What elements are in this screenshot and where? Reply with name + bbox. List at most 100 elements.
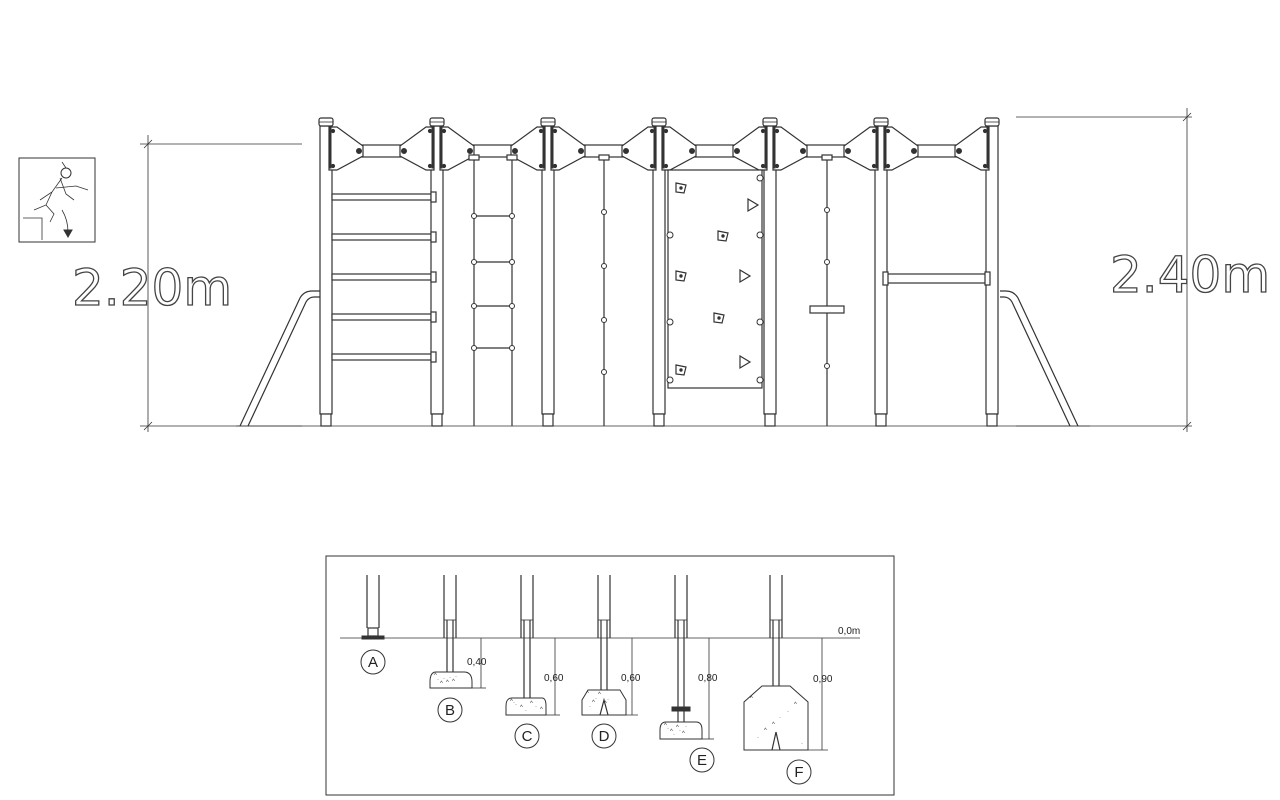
depth-label-f: 0,90 [813,674,833,685]
aggregate-mark: · [525,708,527,714]
foundation-types: ^·^·^·^·^·^·^·^·^·^·^·^·^·^·^·^·^·^·^·^· [361,575,828,751]
aggregate-mark: ^ [670,729,673,735]
wall-bolt [756,376,764,384]
gusset-bolt [800,148,806,154]
rope-knot [471,213,477,219]
gusset-bolt [911,148,917,154]
gusset-plate [954,126,990,171]
aggregate-mark: · [679,728,681,734]
gusset-edge [439,127,443,169]
rung-clamp [430,351,437,363]
bar-clamp [984,271,991,286]
gusset-edge [431,127,435,169]
gusset-bolt [538,163,544,169]
gusset-left-3 [510,126,546,171]
aggregate-mark: ^ [586,691,589,697]
gusset-left-5 [732,126,768,171]
rope-knot-2 [601,263,607,269]
hold-bolt [679,186,683,190]
aggregate-mark: ^ [446,680,449,686]
stub-post [520,575,534,638]
gusset-post1-right [328,126,364,171]
post-foot [653,413,665,427]
ground-level-label: 0,0m [838,626,860,637]
rung-clamp [430,191,437,203]
rope-knot-3 [824,363,830,369]
gusset-bolt [871,128,877,134]
aggregate-mark: · [437,677,439,683]
aggregate-mark: ^ [676,725,679,731]
aggregate-mark: · [667,726,669,732]
falling-child-icon [18,157,96,243]
rope-knot-1 [601,209,607,215]
gusset-plate [621,126,657,171]
stub-post [674,575,688,638]
rope-ladder [468,154,518,426]
aggregate-mark: ^ [540,707,543,713]
gusset-bolt [649,128,655,134]
wall-bolt [756,231,764,239]
letter-a: A [360,649,386,675]
aggregate-mark: · [449,675,451,681]
gusset-post7-left [954,126,990,171]
gusset-bolt [760,128,766,134]
post-foot [764,413,776,427]
rope-knot-3 [601,317,607,323]
aggregate-mark: ^ [520,705,523,711]
swing-seat [809,305,845,314]
gusset-bolt [330,163,336,169]
stub-post [366,575,380,628]
letter-d: D [591,723,617,749]
post-4 [651,117,667,427]
rope-knot-2 [824,259,830,265]
cross-pin [671,706,691,712]
rope-swing [809,154,845,426]
letter-c: C [514,723,540,749]
gusset-bolt [552,163,558,169]
rope-anchor [598,154,610,161]
aggregate-mark: · [801,741,803,747]
gusset-bolt [552,128,558,134]
wall-bolt [756,174,764,182]
gusset-bolt [663,128,669,134]
gusset-bolt [623,148,629,154]
gusset-edge [772,127,776,169]
hold-bolt [679,274,683,278]
aggregate-mark: · [535,704,537,710]
post-3 [540,117,556,427]
gusset-bolt [982,163,988,169]
post-5 [762,117,778,427]
letter-e: E [689,747,715,773]
hold-bolt [721,234,725,238]
post-6 [873,117,889,427]
stub-post [769,575,783,638]
bar-ladder [331,191,437,363]
aggregate-mark: ^ [764,728,767,734]
gusset-plate [328,126,364,171]
wall-bolt [666,318,674,326]
surface-plate [367,627,379,637]
foundation-f: ^·^·^·^· [743,575,828,751]
gusset-plate [399,126,435,171]
gusset-edge [653,127,657,169]
aggregate-mark: · [513,700,515,706]
gusset-plate [772,126,808,171]
climbing-hold-r-2 [739,268,752,284]
wall-bolt [666,231,674,239]
ladder-rung-3 [331,273,432,281]
gusset-bolt [774,163,780,169]
aggregate-mark: ^ [604,701,607,707]
post-7 [984,117,1000,427]
foundation-d: ^·^·^·^· [581,575,638,716]
rope-anchor [506,154,518,161]
gusset-edge [875,127,879,169]
stub-leg [677,620,685,722]
climbing-hold-r-1 [747,197,760,213]
foundation-c: ^·^·^·^· [505,575,560,716]
letter-b-text: B [445,702,455,719]
foundation-b: ^·^·^·^· [429,575,486,689]
gusset-edge [542,127,546,169]
stub-leg [446,620,454,672]
gusset-edge [328,127,332,169]
rope-knot [509,259,515,265]
